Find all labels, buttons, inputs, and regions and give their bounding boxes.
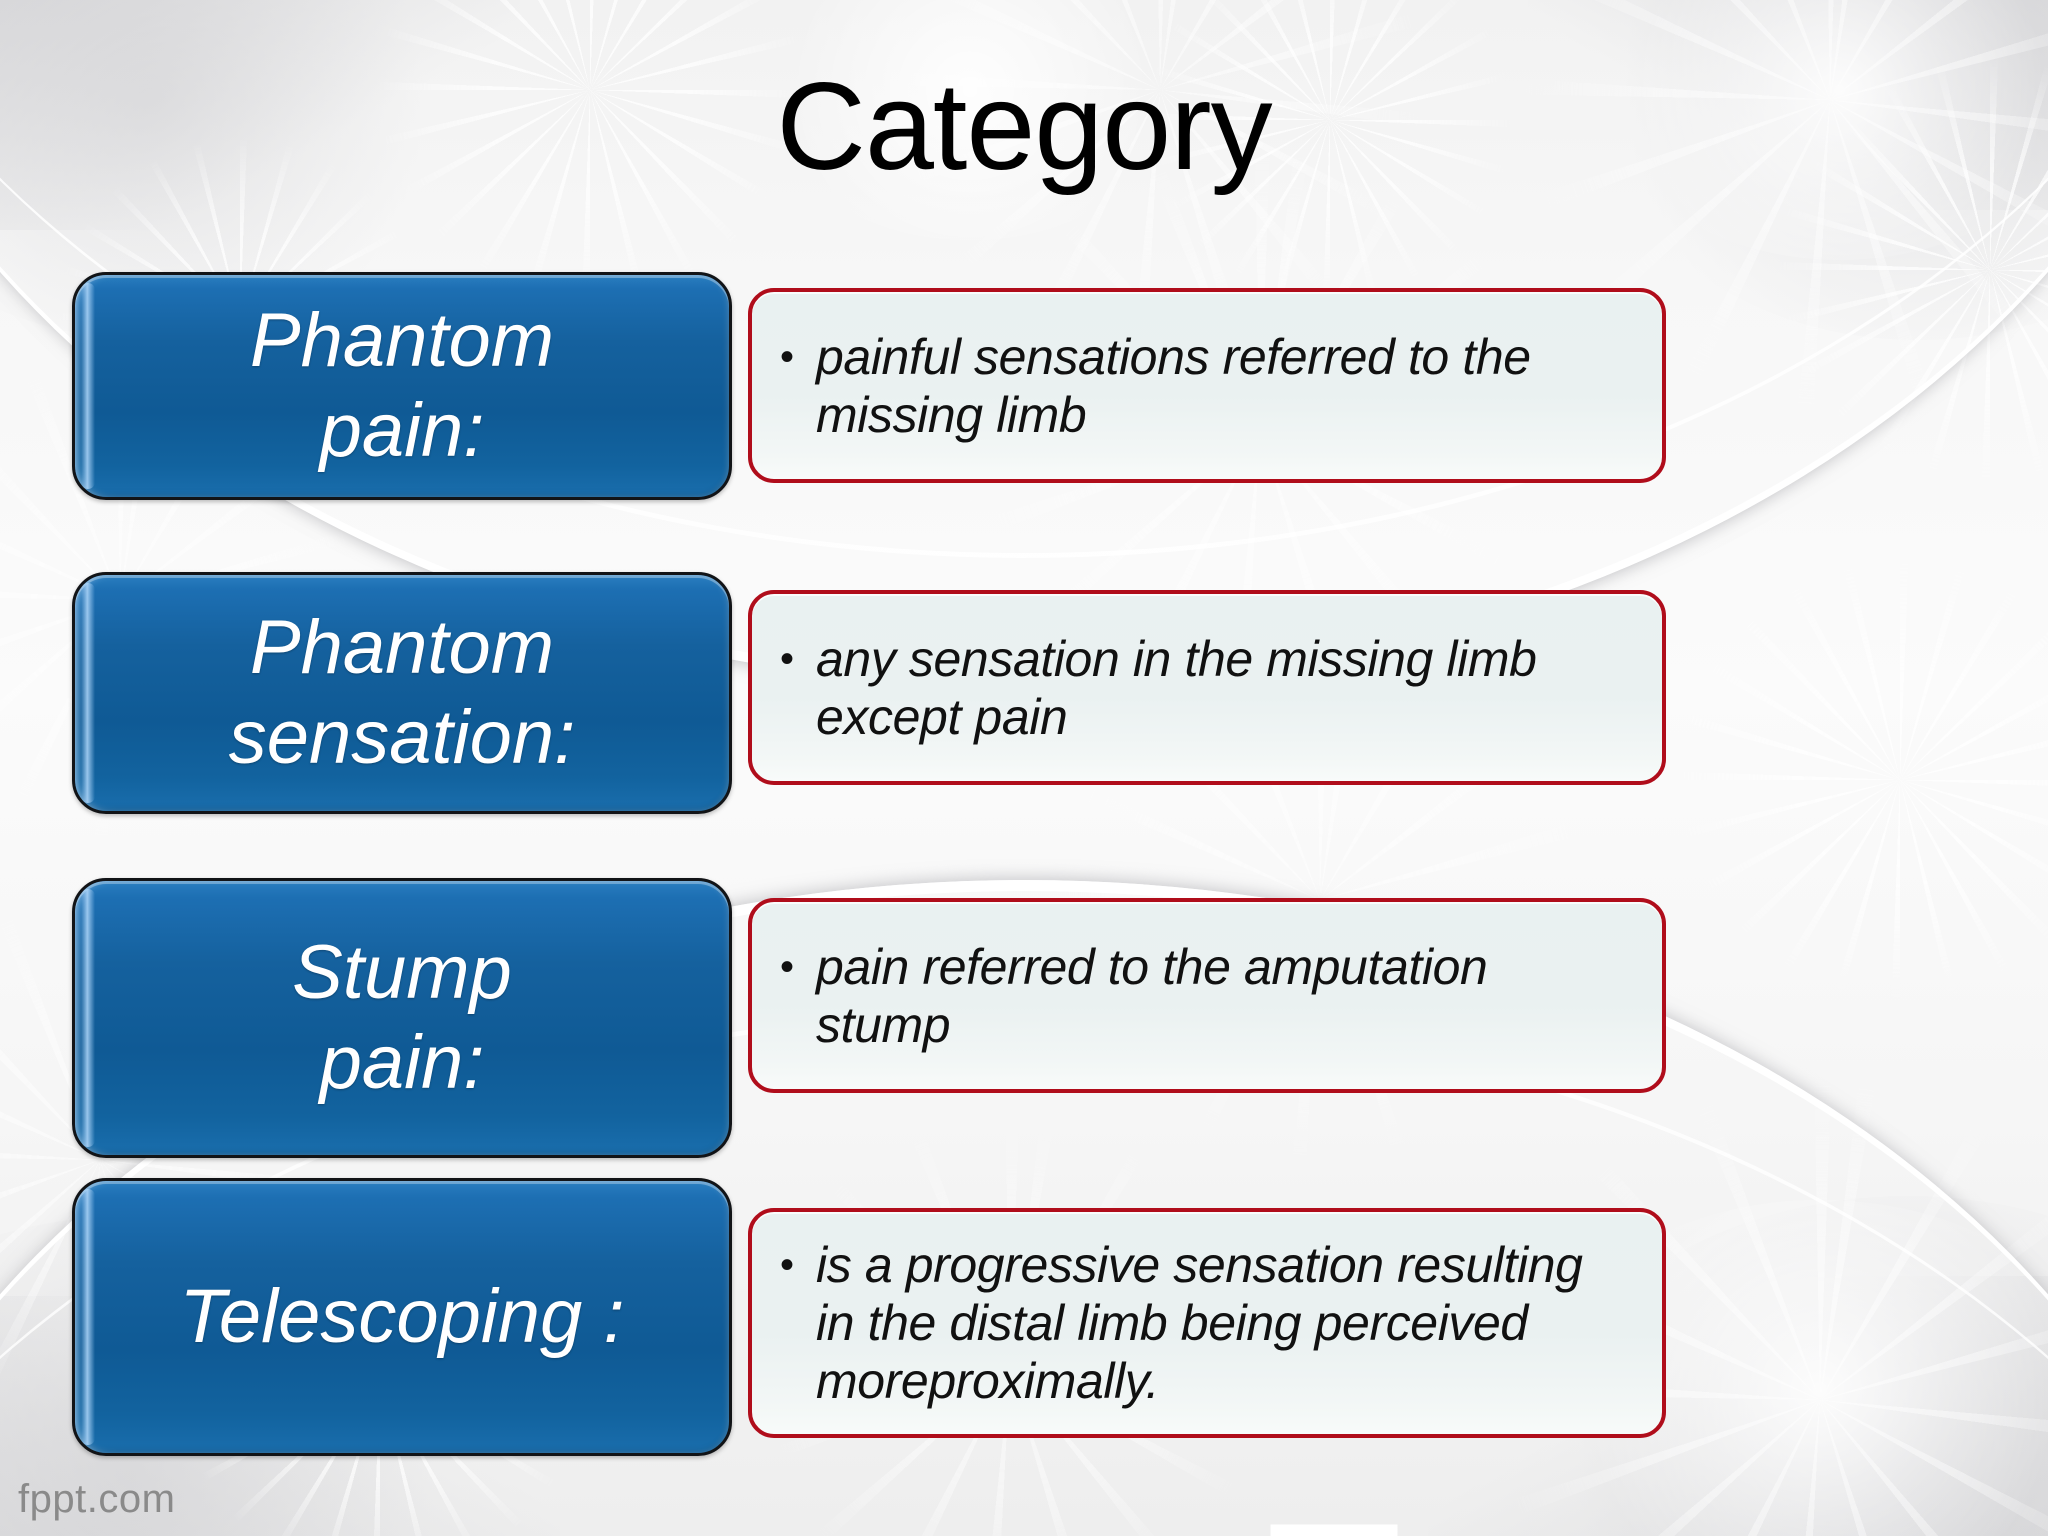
- category-label-chip[interactable]: Phantom sensation:: [72, 572, 732, 814]
- category-label-chip[interactable]: Telescoping :: [72, 1178, 732, 1456]
- chip-edge-highlight: [81, 1189, 95, 1445]
- bullet-point-icon: •: [780, 334, 795, 379]
- description-callout: • is a progressive sensation resulting i…: [748, 1208, 1666, 1438]
- bullet-item: • painful sensations referred to the mis…: [752, 328, 1662, 444]
- description-callout: • painful sensations referred to the mis…: [748, 288, 1666, 483]
- bullet-point-icon: •: [780, 944, 795, 989]
- chip-edge-highlight: [81, 583, 95, 803]
- category-label-chip[interactable]: Phantom pain:: [72, 272, 732, 500]
- category-label-chip[interactable]: Stump pain:: [72, 878, 732, 1158]
- description-text: is a progressive sensation resulting in …: [816, 1237, 1583, 1409]
- category-label-text: Phantom sensation:: [228, 605, 576, 780]
- category-label-text: Stump pain:: [292, 930, 512, 1105]
- description-callout: • any sensation in the missing limb exce…: [748, 590, 1666, 785]
- description-text: painful sensations referred to the missi…: [816, 328, 1531, 443]
- page-title: Category: [776, 58, 1272, 196]
- description-text: pain referred to the amputation stump: [816, 938, 1488, 1053]
- bullet-item: • any sensation in the missing limb exce…: [752, 630, 1662, 746]
- bullet-point-icon: •: [780, 1243, 795, 1287]
- bullet-item: • pain referred to the amputation stump: [752, 938, 1662, 1054]
- category-label-text: Telescoping :: [179, 1274, 625, 1360]
- chip-edge-highlight: [81, 283, 95, 489]
- bullet-point-icon: •: [780, 636, 795, 681]
- category-label-text: Phantom pain:: [249, 298, 555, 473]
- bullet-item: • is a progressive sensation resulting i…: [752, 1236, 1662, 1410]
- fppt-watermark: fppt.com: [18, 1477, 176, 1521]
- description-callout: • pain referred to the amputation stump: [748, 898, 1666, 1093]
- chip-edge-highlight: [81, 889, 95, 1147]
- description-text: any sensation in the missing limb except…: [816, 630, 1537, 745]
